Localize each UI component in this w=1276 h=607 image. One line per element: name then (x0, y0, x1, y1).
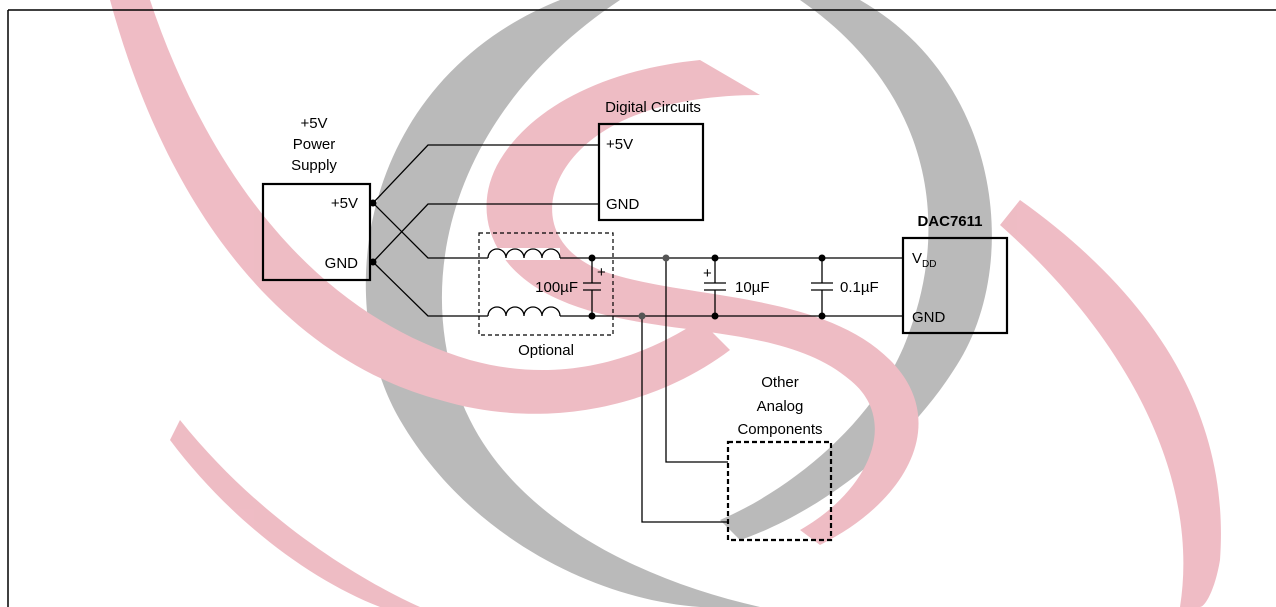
wire-gnd-to-analog (372, 261, 903, 317)
diagram-frame (7, 9, 1276, 607)
wire-plus-to-analog (372, 202, 903, 259)
dac-pin-vdd: VDD (912, 250, 936, 270)
other-analog-line-3: Components (737, 421, 822, 438)
optional-filter: + 100µF Optional (478, 232, 614, 359)
node-supply-gnd (369, 258, 377, 266)
wire-plus-to-digital (372, 144, 599, 204)
capacitor-10uf: + 10µF (703, 254, 770, 320)
watermark-red-swoosh-right (1000, 200, 1221, 607)
wire-analog-gnd (641, 316, 728, 523)
digital-circuits-title: Digital Circuits (605, 99, 701, 116)
cap1-label: 100µF (535, 279, 578, 296)
inductor-top (487, 248, 561, 259)
digital-circuits-pin-gnd: GND (606, 196, 640, 213)
power-supply-title-2: Power (293, 136, 336, 153)
power-supply-title-1: +5V (300, 115, 327, 132)
watermark-red-swoosh-bottom (170, 420, 420, 607)
other-analog-block: Other Analog Components (638, 254, 833, 542)
digital-circuits-box (597, 122, 705, 222)
wire-gnd-to-digital (372, 203, 599, 263)
other-analog-dashed-box (726, 440, 833, 542)
capacitor-0-1uf: 0.1µF (811, 254, 879, 320)
other-analog-line-2: Analog (757, 398, 804, 415)
cap2-label: 10µF (735, 279, 770, 296)
power-supply-box (261, 182, 372, 282)
watermark-logo (110, 0, 1221, 607)
wire-analog-vdd (665, 258, 728, 463)
dac-title: DAC7611 (917, 213, 982, 230)
watermark-red-swoosh-left (110, 0, 730, 414)
digital-circuits-pin-plus: +5V (606, 136, 633, 153)
power-supply-title-3: Supply (291, 157, 337, 174)
power-supply-pin-plus: +5V (331, 195, 358, 212)
supply-wiring (369, 144, 903, 317)
cap1-polarity: + (597, 264, 606, 281)
watermark-red-swoosh-center (486, 60, 919, 545)
cap2-polarity: + (703, 265, 712, 282)
dac-block: DAC7611 VDD GND (901, 213, 1009, 335)
power-supply-block: +5V Power Supply +5V GND (261, 115, 372, 282)
node-supply-plus (369, 199, 377, 207)
other-analog-line-1: Other (761, 374, 799, 391)
digital-circuits-block: Digital Circuits +5V GND (597, 99, 705, 222)
inductor-bottom (487, 306, 561, 317)
watermark-gray-ring-right (720, 0, 992, 540)
optional-label: Optional (518, 342, 574, 359)
dac-pin-gnd: GND (912, 309, 946, 326)
dac-box (901, 236, 1009, 335)
optional-dashed-box (478, 232, 614, 336)
watermark-gray-ring (365, 0, 760, 607)
cap3-label: 0.1µF (840, 279, 879, 296)
power-supply-pin-gnd: GND (325, 255, 359, 272)
